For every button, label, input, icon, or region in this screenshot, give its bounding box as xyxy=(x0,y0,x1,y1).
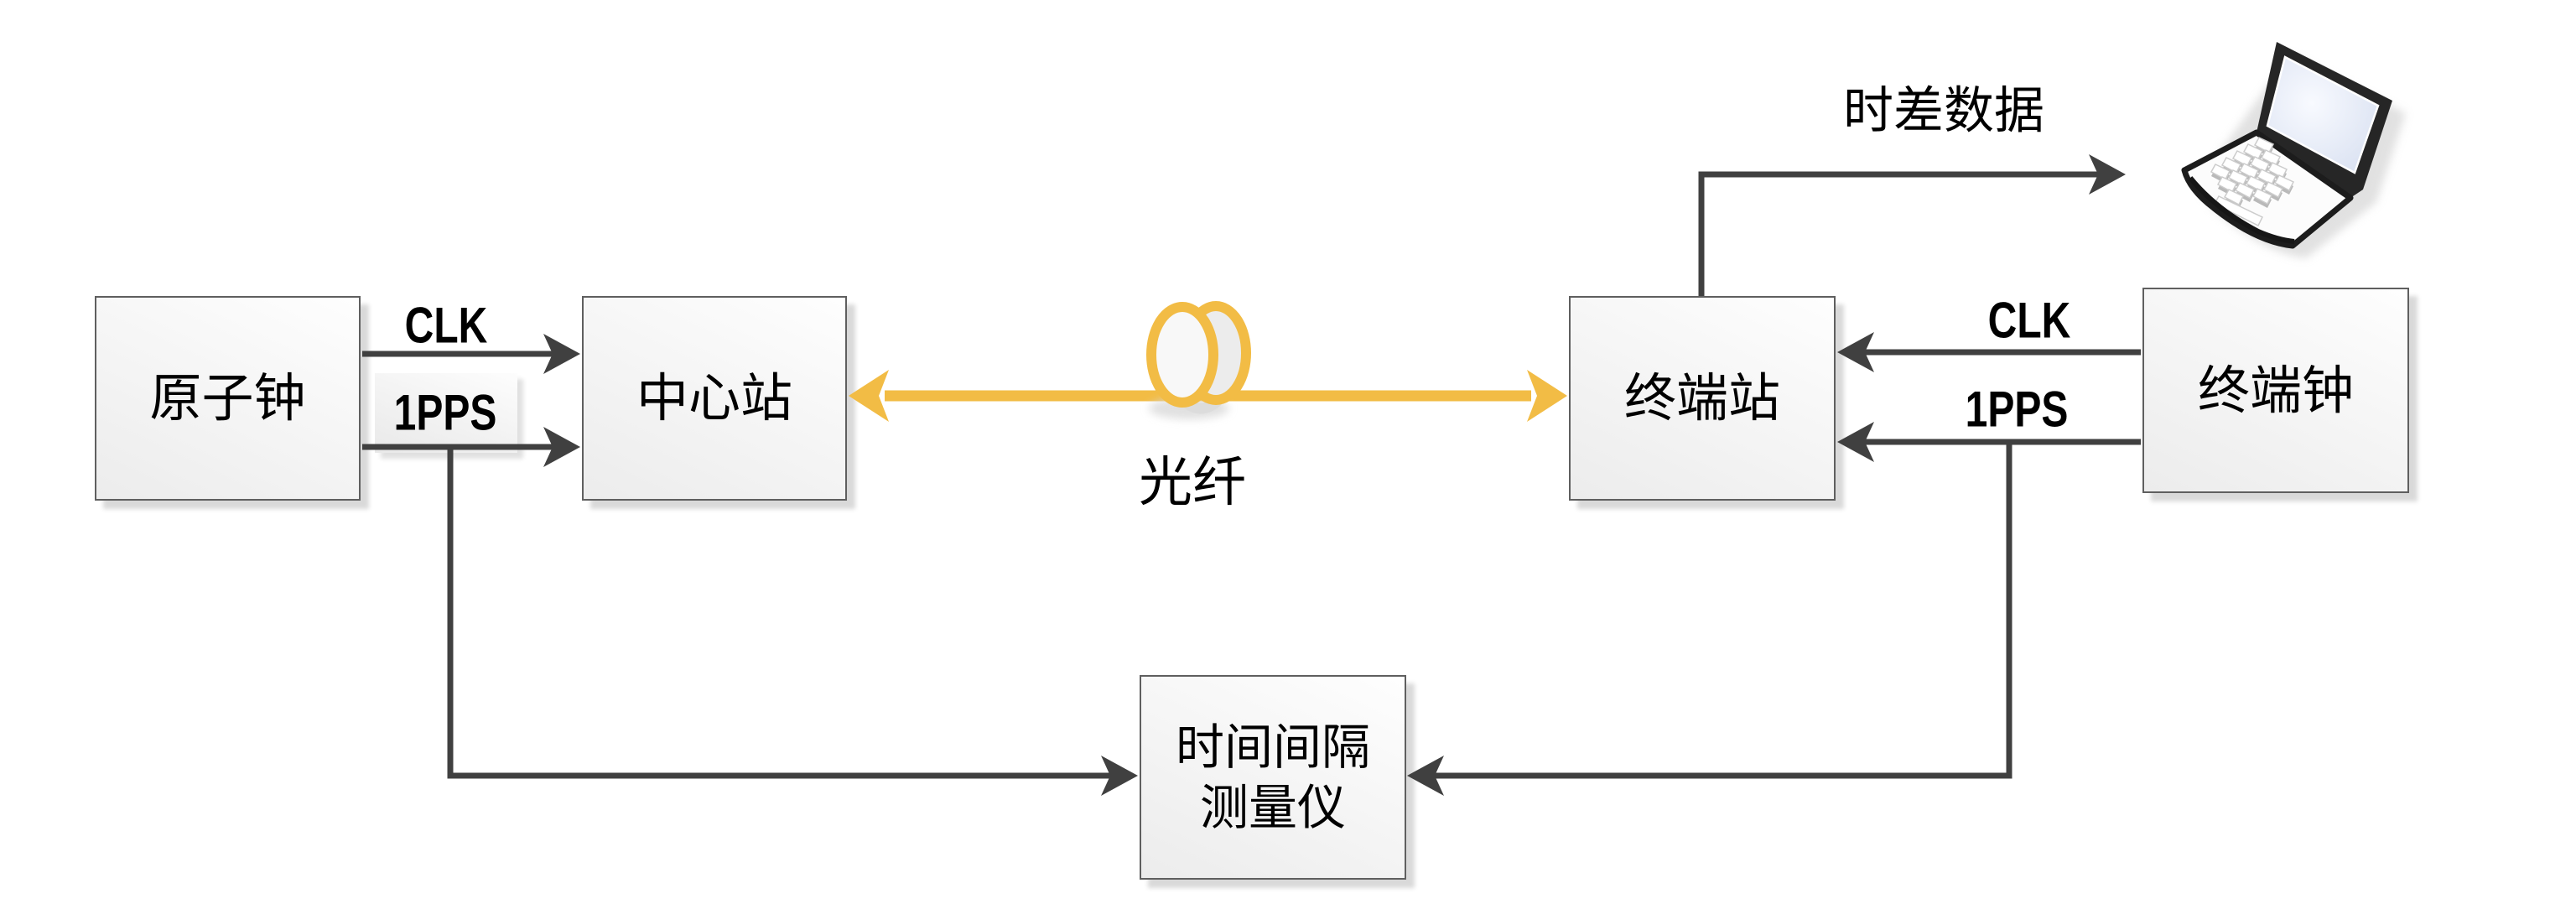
arrowhead-right-icon xyxy=(543,334,580,374)
laptop-icon xyxy=(2181,42,2406,258)
pps-right-label: 1PPS xyxy=(1965,381,2069,438)
fiber-arrowhead-right-icon xyxy=(1527,370,1567,422)
node-interval-counter: 时间间隔 测量仪 xyxy=(1140,675,1406,880)
node-atomic-clock: 原子钟 xyxy=(95,296,361,501)
arrowhead-left-icon xyxy=(1837,422,1874,462)
arrowhead-left-icon xyxy=(1837,332,1874,372)
arrowhead-right-icon xyxy=(1101,756,1138,796)
arrowhead-right-icon xyxy=(2089,154,2126,195)
node-terminal-clock-label: 终端钟 xyxy=(2197,359,2354,421)
fiber-label: 光纤 xyxy=(1139,452,1246,514)
clk-right-label: CLK xyxy=(1987,292,2071,349)
fiber-coil-icon xyxy=(1146,301,1251,419)
time-diff-data-label: 时差数据 xyxy=(1843,81,2044,141)
node-terminal-clock: 终端钟 xyxy=(2142,288,2409,493)
time-diff-line xyxy=(1698,171,2099,296)
pps-left-label-panel xyxy=(375,373,517,453)
pps-left-label: 1PPS xyxy=(393,384,497,441)
laptop-keys xyxy=(2210,137,2294,227)
arrowhead-left-icon xyxy=(1407,756,1444,796)
arrowhead-right-icon xyxy=(543,427,580,467)
node-terminal-station: 终端站 xyxy=(1569,296,1836,501)
node-central-station: 中心站 xyxy=(582,296,847,501)
node-atomic-clock-label: 原子钟 xyxy=(149,367,306,429)
fiber-arrowhead-left-icon xyxy=(849,370,889,422)
node-terminal-station-label: 终端站 xyxy=(1623,367,1780,429)
clk-left-label: CLK xyxy=(404,297,488,354)
node-central-station-label: 中心站 xyxy=(636,367,792,429)
node-interval-counter-label: 时间间隔 测量仪 xyxy=(1175,718,1370,837)
fiber-link xyxy=(849,301,1567,422)
